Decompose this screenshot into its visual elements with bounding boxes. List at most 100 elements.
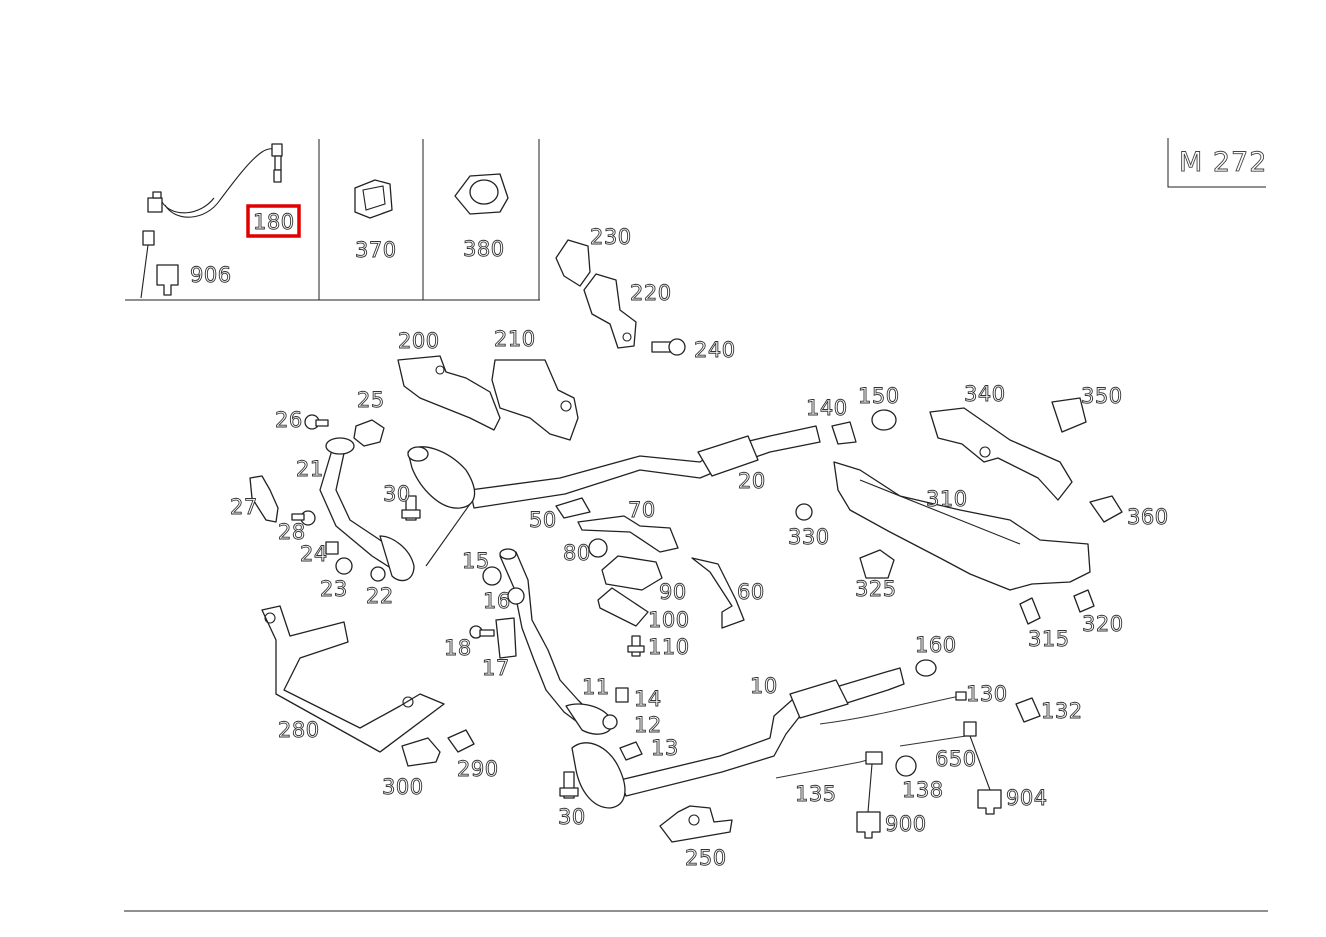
clamp-160-part[interactable] (915, 659, 937, 677)
label-315[interactable]: 315 (1028, 627, 1070, 652)
bolt-240-part[interactable] (651, 338, 686, 356)
bracket-70-part[interactable] (577, 515, 679, 553)
label-26[interactable]: 26 (275, 408, 303, 433)
clamp-140-part[interactable] (831, 421, 857, 445)
label-21[interactable]: 21 (296, 457, 324, 482)
bracket-350-part[interactable] (1051, 397, 1087, 433)
label-370[interactable]: 370 (355, 238, 397, 263)
label-904[interactable]: 904 (1006, 786, 1048, 811)
crossmember-310-part[interactable] (833, 461, 1091, 591)
nut-24-part[interactable] (325, 541, 339, 555)
label-310[interactable]: 310 (926, 487, 968, 512)
label-14[interactable]: 14 (634, 687, 662, 712)
exhaust-pipe-10-part[interactable] (571, 667, 905, 809)
bracket-290-part[interactable] (447, 729, 475, 753)
bolt-110-part[interactable] (627, 635, 645, 657)
label-900[interactable]: 900 (885, 812, 927, 837)
mount-325-part[interactable] (859, 549, 895, 579)
clip-360-part[interactable] (1089, 495, 1123, 523)
label-300[interactable]: 300 (382, 775, 424, 800)
bracket-27-part[interactable] (249, 475, 279, 523)
label-132[interactable]: 132 (1041, 699, 1083, 724)
label-70[interactable]: 70 (628, 498, 656, 523)
label-340[interactable]: 340 (964, 382, 1006, 407)
label-10[interactable]: 10 (750, 674, 778, 699)
label-23[interactable]: 23 (320, 577, 348, 602)
label-650[interactable]: 650 (935, 747, 977, 772)
label-200[interactable]: 200 (398, 329, 440, 354)
label-28[interactable]: 28 (278, 520, 306, 545)
bracket-17-part[interactable] (495, 617, 517, 659)
gasket-16-part[interactable] (507, 587, 525, 605)
label-250[interactable]: 250 (685, 846, 727, 871)
bracket-380-part[interactable] (454, 173, 509, 215)
gasket-12-part[interactable] (602, 714, 618, 730)
bracket-210-part[interactable] (491, 359, 579, 441)
label-11[interactable]: 11 (582, 675, 610, 700)
sensor-135-part[interactable] (775, 751, 883, 779)
nut-14-part[interactable] (615, 687, 629, 703)
hanger-250-part[interactable] (659, 805, 733, 843)
label-380[interactable]: 380 (463, 237, 505, 262)
label-160[interactable]: 160 (915, 633, 957, 658)
bracket-100-part[interactable] (597, 587, 649, 627)
label-110[interactable]: 110 (648, 635, 690, 660)
gasket-15-part[interactable] (482, 566, 502, 586)
front-pipe-21-part[interactable] (319, 437, 415, 582)
label-906[interactable]: 906 (190, 263, 232, 288)
label-20[interactable]: 20 (738, 469, 766, 494)
label-210[interactable]: 210 (494, 327, 536, 352)
label-325[interactable]: 325 (855, 577, 897, 602)
label-135[interactable]: 135 (795, 782, 837, 807)
exhaust-pipe-20-part[interactable] (407, 425, 821, 567)
clip-315-part[interactable] (1019, 597, 1041, 625)
clip-320-part[interactable] (1073, 589, 1095, 613)
label-22[interactable]: 22 (366, 584, 394, 609)
rubber-mount-80-part[interactable] (588, 538, 608, 558)
label-24[interactable]: 24 (300, 542, 328, 567)
gasket-13-part[interactable] (619, 741, 643, 761)
clip-370-part[interactable] (354, 179, 393, 219)
bracket-60-part[interactable] (691, 557, 745, 629)
label-80[interactable]: 80 (563, 541, 591, 566)
label-30a[interactable]: 30 (383, 482, 411, 507)
bracket-300-part[interactable] (401, 737, 441, 767)
label-15[interactable]: 15 (462, 549, 490, 574)
label-50[interactable]: 50 (529, 508, 557, 533)
label-27[interactable]: 27 (230, 495, 258, 520)
bolt-26-part[interactable] (304, 414, 329, 430)
bracket-50-part[interactable] (555, 497, 591, 519)
heat-shield-220-part[interactable] (583, 273, 637, 349)
label-130[interactable]: 130 (966, 682, 1008, 707)
label-180[interactable]: 180 (253, 210, 295, 235)
holder-138-part[interactable] (895, 755, 917, 777)
connector-132-part[interactable] (1015, 697, 1041, 723)
clamp-150-part[interactable] (871, 409, 897, 431)
label-360[interactable]: 360 (1127, 505, 1169, 530)
label-18[interactable]: 18 (444, 636, 472, 661)
pipe-segment-part[interactable] (499, 548, 613, 735)
stud-30-part[interactable] (401, 495, 421, 521)
bolt-330-part[interactable] (795, 503, 813, 521)
heat-shield-230-part[interactable] (555, 239, 591, 287)
clamp-23-part[interactable] (335, 557, 353, 575)
bracket-200-part[interactable] (397, 355, 501, 431)
label-90[interactable]: 90 (659, 580, 687, 605)
label-100[interactable]: 100 (648, 608, 690, 633)
oxygen-sensor-part[interactable] (147, 143, 283, 218)
sensor-130-part[interactable] (819, 691, 967, 725)
label-25[interactable]: 25 (357, 388, 385, 413)
label-350[interactable]: 350 (1081, 384, 1123, 409)
label-220[interactable]: 220 (630, 281, 672, 306)
label-12[interactable]: 12 (634, 713, 662, 738)
label-60[interactable]: 60 (737, 580, 765, 605)
label-150[interactable]: 150 (858, 384, 900, 409)
label-16[interactable]: 16 (483, 589, 511, 614)
label-140[interactable]: 140 (806, 396, 848, 421)
label-230[interactable]: 230 (590, 225, 632, 250)
label-138[interactable]: 138 (902, 778, 944, 803)
label-13[interactable]: 13 (651, 736, 679, 761)
clamp-22-part[interactable] (370, 566, 386, 582)
label-290[interactable]: 290 (457, 757, 499, 782)
bracket-340-part[interactable] (929, 407, 1073, 501)
